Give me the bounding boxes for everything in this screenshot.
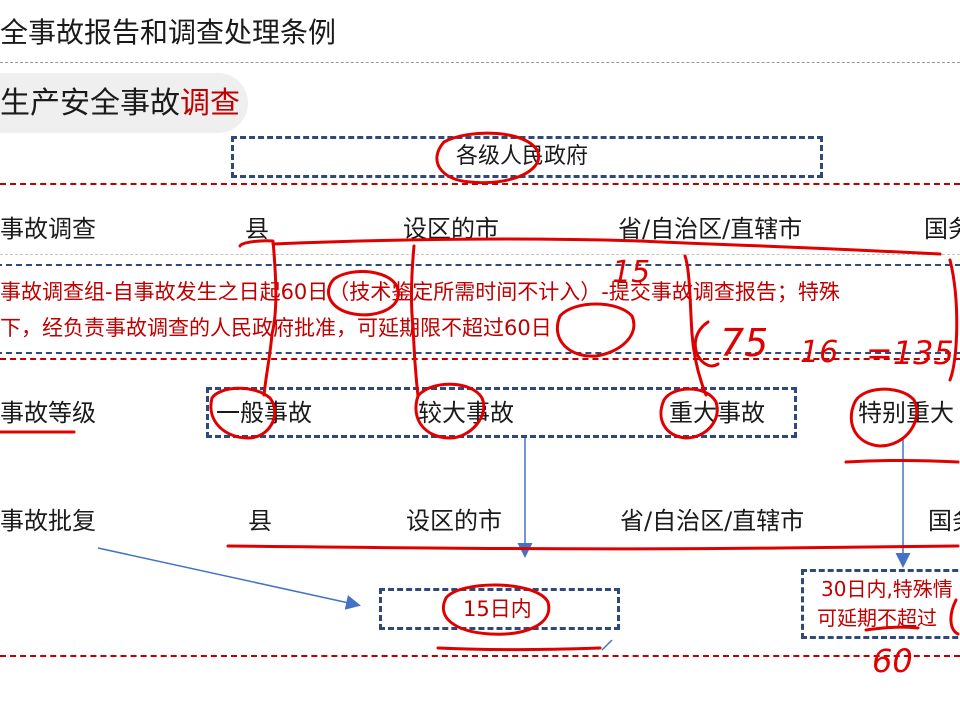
investigation-level-county: 县 xyxy=(245,215,269,243)
ink-number-75: 75 xyxy=(720,321,768,365)
organizer-label: 各级人民政府 xyxy=(456,144,589,169)
approval-15-day-box xyxy=(379,588,620,630)
approval-level-city: 设区的市 xyxy=(406,507,502,535)
red-divider-middle xyxy=(0,358,960,360)
grade-larger: 较大事故 xyxy=(418,399,514,427)
section-title: 生产安全事故调查 xyxy=(0,84,240,124)
ink-circle-15-days xyxy=(442,583,551,636)
approval-level-county: 县 xyxy=(248,507,272,535)
approval-15-day-label: 15日内 xyxy=(463,597,532,621)
arrow-approval-to-15-days xyxy=(97,547,361,610)
ink-bracket-county xyxy=(238,239,278,397)
ink-tick-province xyxy=(683,254,708,397)
approval-label: 事故批复 xyxy=(0,507,96,535)
approval-level-province: 省/自治区/直辖市 xyxy=(620,507,805,535)
ink-horizontal-top xyxy=(271,237,942,256)
ink-number-135: =135 xyxy=(866,334,954,372)
ink-ellipse-organizer xyxy=(435,131,541,185)
red-divider-bottom xyxy=(0,655,960,657)
ink-underline-15-days xyxy=(436,646,602,651)
approval-30-day-line-1: 30日内,特殊情 xyxy=(821,577,953,601)
section-title-prefix: 生产安全事故 xyxy=(0,86,180,121)
row-separator xyxy=(0,254,960,255)
deadline-box xyxy=(0,264,960,354)
ink-loop-state xyxy=(948,258,959,382)
grade-label: 事故等级 xyxy=(0,399,96,427)
grade-box xyxy=(206,387,797,438)
ink-circle-major xyxy=(659,387,719,440)
ink-number-60: 60 xyxy=(872,642,913,680)
section-title-highlight: 调查 xyxy=(180,86,240,121)
ink-bracket-75 xyxy=(693,320,720,368)
arrow-15-days-to-cursor xyxy=(601,639,613,651)
ink-tick-city xyxy=(409,244,420,398)
ink-loop-bottom xyxy=(949,598,960,636)
ink-number-16: 16 xyxy=(800,335,838,370)
approval-30-day-box xyxy=(801,569,960,639)
ink-number-15: 15 xyxy=(612,255,650,290)
investigation-label: 事故调查 xyxy=(0,215,96,243)
grade-general: 一般事故 xyxy=(216,399,312,427)
approval-30-day-line-2: 可延期不超过 xyxy=(817,606,937,630)
section-pill xyxy=(0,73,248,133)
organizer-box xyxy=(231,136,823,178)
ink-underline-approval xyxy=(226,544,960,551)
grade-especially-major: 特别重大 xyxy=(858,399,954,427)
ink-underline-especially xyxy=(844,459,960,464)
title-divider xyxy=(0,62,960,63)
investigation-level-state: 国务 xyxy=(924,215,960,243)
page-title: 全事故报告和调查处理条例 xyxy=(0,16,337,49)
approval-level-state: 国务 xyxy=(928,507,960,535)
ink-circle-60-days-2 xyxy=(556,302,636,358)
ink-circle-especially-major xyxy=(849,387,919,448)
ink-brace-60 xyxy=(864,625,920,632)
investigation-level-province: 省/自治区/直辖市 xyxy=(618,215,803,243)
ink-circle-60-days xyxy=(327,269,400,317)
deadline-line-1: 事故调查组-自事故发生之日起60日（技术鉴定所需时间不计入）-提交事故调查报告；… xyxy=(0,280,840,304)
ink-circle-general xyxy=(209,386,277,440)
ink-circle-larger xyxy=(414,382,486,440)
